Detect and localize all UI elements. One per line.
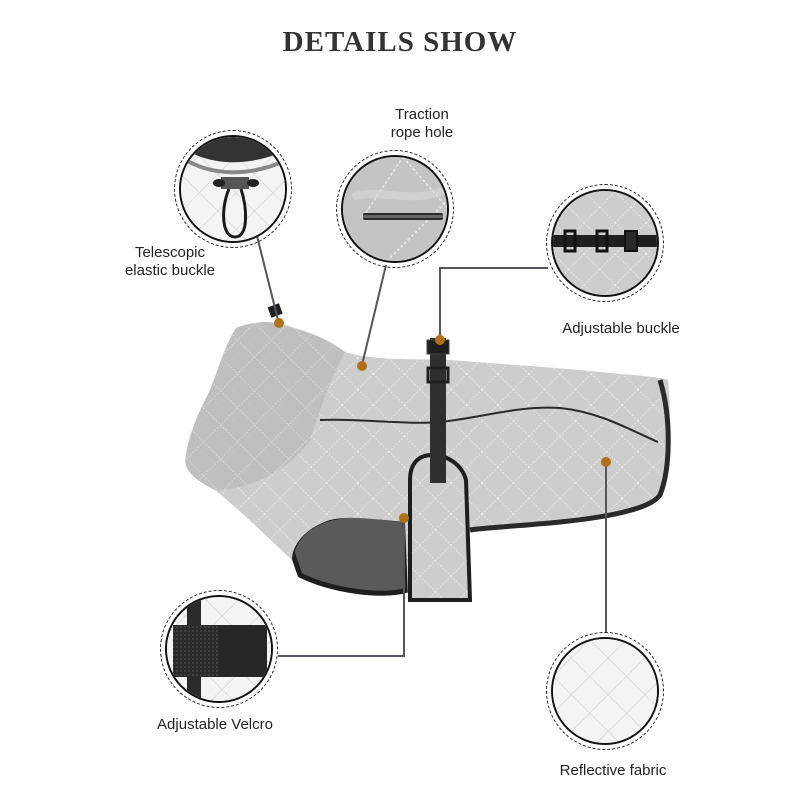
detail-badge-reflective [546,632,664,750]
callout-label-reflective: Reflective fabric [559,762,667,779]
leader-traction [361,264,387,366]
callout-label-telescopic: Telescopic elastic buckle [124,244,216,279]
marker-velcro [399,513,409,523]
callout-label-traction: Traction rope hole [390,106,454,141]
marker-reflective [601,457,611,467]
marker-traction [357,361,367,371]
detail-badge-adjustable-buckle [546,184,664,302]
buckle-icon [553,191,657,295]
detail-badge-velcro [160,590,278,708]
coat-body [185,303,671,602]
callout-label-adjustable-buckle: Adjustable buckle [562,320,680,337]
markers [274,318,611,523]
page-title: DETAILS SHOW [282,26,518,58]
rope-hole-icon [343,157,447,261]
velcro-icon [167,597,271,701]
reflective-fabric-icon [553,639,657,743]
leader-adjustable-buckle [439,267,548,340]
callout-label-velcro: Adjustable Velcro [157,716,273,733]
elastic-cord-icon [181,137,285,241]
detail-badge-traction [336,150,454,268]
strap [430,338,446,483]
leader-telescopic [256,235,279,321]
strap-buckle-slider [426,366,450,384]
detail-badge-telescopic [174,130,292,248]
marker-adjustable-buckle [435,335,445,345]
marker-telescopic [274,318,284,328]
leader-lines [256,235,607,657]
badge-dashed-ring [174,130,292,248]
leader-velcro [278,518,405,657]
